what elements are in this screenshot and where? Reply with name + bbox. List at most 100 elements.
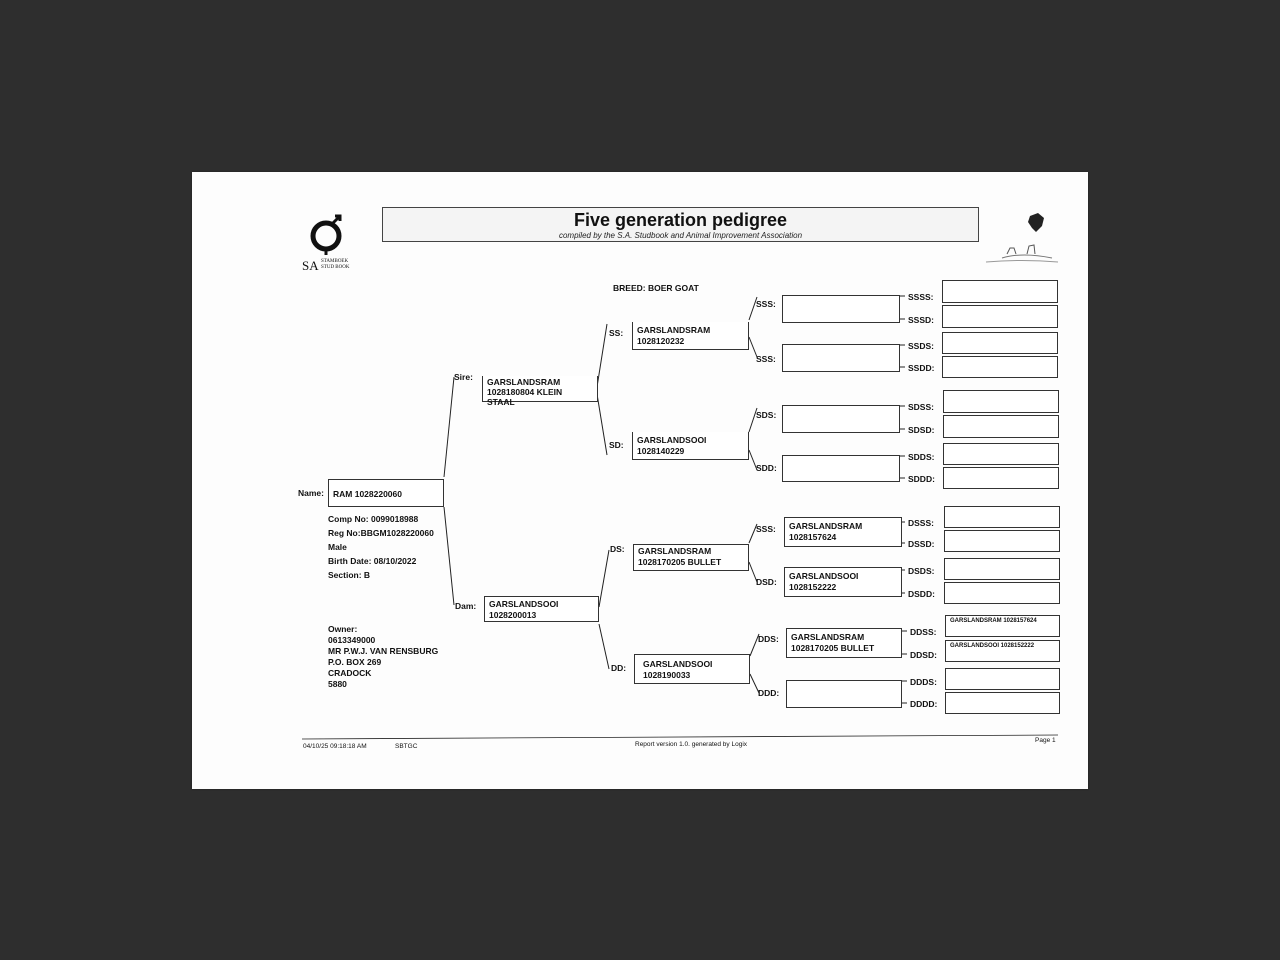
ssss-label: SSSS: [908,292,934,302]
dds-box: GARSLANDSRAM 1028170205 BULLET [786,628,902,658]
dssd-box [944,530,1060,552]
page-subtitle: compiled by the S.A. Studbook and Animal… [558,231,803,240]
comp-no: Comp No: 0099018988 [328,514,419,524]
dsd-box: GARSLANDSOOI 1028152222 [784,567,902,597]
dam-box: GARSLANDSOOI 1028200013 [484,596,599,622]
ssds-box [942,332,1058,354]
sdds-box [943,443,1059,465]
dsd-name: GARSLANDSOOI 1028152222 [789,571,859,592]
sdss-label: SDSS: [908,402,934,412]
ssss-box [942,280,1058,303]
owner-box: P.O. BOX 269 [328,657,382,667]
ssds-label: SSDS: [908,341,934,351]
footer-report-version: Report version 1.0. generated by Logix [635,741,748,748]
sex: Male [328,542,347,552]
ddd-box [786,680,902,708]
ddds-label: DDDS: [910,677,937,687]
breed-label: BREED: BOER GOAT [613,283,699,293]
ds-box: GARSLANDSRAM 1028170205 BULLET [633,544,749,571]
sd-box: GARSLANDSOOI 1028140229 [632,432,749,460]
logo-sa-text: SA [302,258,319,273]
animal-name: RAM 1028220060 [333,489,402,499]
ds-name: GARSLANDSRAM 1028170205 BULLET [638,546,722,567]
sss-label: SSS: [756,299,776,309]
name-label: Name: [298,488,324,498]
ss-name: GARSLANDSRAM 1028120232 [637,325,711,346]
dsds-label: DSDS: [908,566,935,576]
sdds-label: SDDS: [908,452,935,462]
footer-timestamp: 04/10/25 09:18:18 AM [303,743,367,750]
title-bar: Five generation pedigree compiled by the… [382,207,979,242]
studbook-symbol-icon [310,214,342,255]
ddss-box: GARSLANDSRAM 1028157624 [945,615,1060,637]
ddds-box [945,668,1060,690]
sds-box [782,405,900,433]
pedigree-connector-lines [301,295,1059,740]
sds-label: SDS: [756,410,777,420]
sdsd-box [943,415,1059,438]
sdd-label: SDD: [756,463,777,473]
sa-studbook-logo: SA STAMBOEK STUD BOOK [300,212,364,273]
sss-box [782,295,900,323]
dssd-label: DSSD: [908,539,935,549]
reg-no: Reg No:BBGM1028220060 [328,528,434,538]
sddd-box [943,467,1059,489]
dss-name: GARSLANDSRAM 1028157624 [789,521,863,542]
dam-label: Dam: [455,601,477,611]
page-title: Five generation pedigree [573,210,788,230]
dds-label: DDS: [758,634,779,644]
sire-label: Sire: [454,372,473,382]
dsss-label: DSSS: [908,518,934,528]
dd-name: GARSLANDSOOI 1028190033 [643,659,713,680]
sd-label: SD: [609,440,624,450]
ssdd-box [942,356,1058,378]
sssd-box [942,305,1058,328]
ds-label: DS: [610,544,625,554]
dam-name: GARSLANDSOOI 1028200013 [489,599,559,620]
ddss-name: GARSLANDSRAM 1028157624 [950,618,1037,624]
dsd-label: DSD: [756,577,777,587]
footer-page-number: Page 1 [1035,737,1056,744]
pedigree-document: SA STAMBOEK STUD BOOK Five generation pe… [192,172,1088,789]
dss-label: SSS: [756,524,776,534]
dddd-label: DDDD: [910,699,938,709]
sdsd-label: SDSD: [908,425,935,435]
dddd-box [945,692,1060,714]
owner-label: Owner: [328,624,358,634]
ddd-label: DDD: [758,688,780,698]
dsdd-label: DSDD: [908,589,935,599]
logo-stamboek-text: STAMBOEK [321,259,349,264]
dss-box: GARSLANDSRAM 1028157624 [784,517,902,547]
ss-label: SS: [609,328,624,338]
birth-date: Birth Date: 08/10/2022 [328,556,417,566]
ddsd-box: GARSLANDSOOI 1028152222 [945,640,1060,662]
sire-name: GARSLANDSRAM 1028180804 KLEIN STAAL [487,377,563,407]
owner-name: MR P.W.J. VAN RENSBURG [328,646,439,656]
dd-label: DD: [611,663,627,673]
sssd-label: SSSD: [908,315,934,325]
dsss-box [944,506,1060,528]
ssdd-label: SSDD: [908,363,935,373]
ss-box: GARSLANDSRAM 1028120232 [632,322,749,350]
ssd-box [782,344,900,372]
ssd-label: SSS: [756,354,776,364]
sdss-box [943,390,1059,413]
dd-box: GARSLANDSOOI 1028190033 [634,654,750,684]
animal-map-emblem-icon [985,213,1059,263]
ddss-label: DDSS: [910,627,937,637]
owner-town: CRADOCK [328,668,372,678]
dsds-box [944,558,1060,580]
footer-code: SBTGC [395,743,418,750]
sd-name: GARSLANDSOOI 1028140229 [637,435,707,456]
ddsd-label: DDSD: [910,650,937,660]
owner-code: 5880 [328,679,347,689]
sdd-box [782,455,900,482]
logo-studbook-text: STUD BOOK [321,265,350,270]
sddd-label: SDDD: [908,474,935,484]
sire-box: GARSLANDSRAM 1028180804 KLEIN STAAL [482,376,598,407]
animal-name-box: RAM 1028220060 [328,479,444,507]
section: Section: B [328,570,371,580]
ddsd-name: GARSLANDSOOI 1028152222 [950,643,1035,649]
owner-phone: 0613349000 [328,635,376,645]
dds-name: GARSLANDSRAM 1028170205 BULLET [791,632,875,653]
